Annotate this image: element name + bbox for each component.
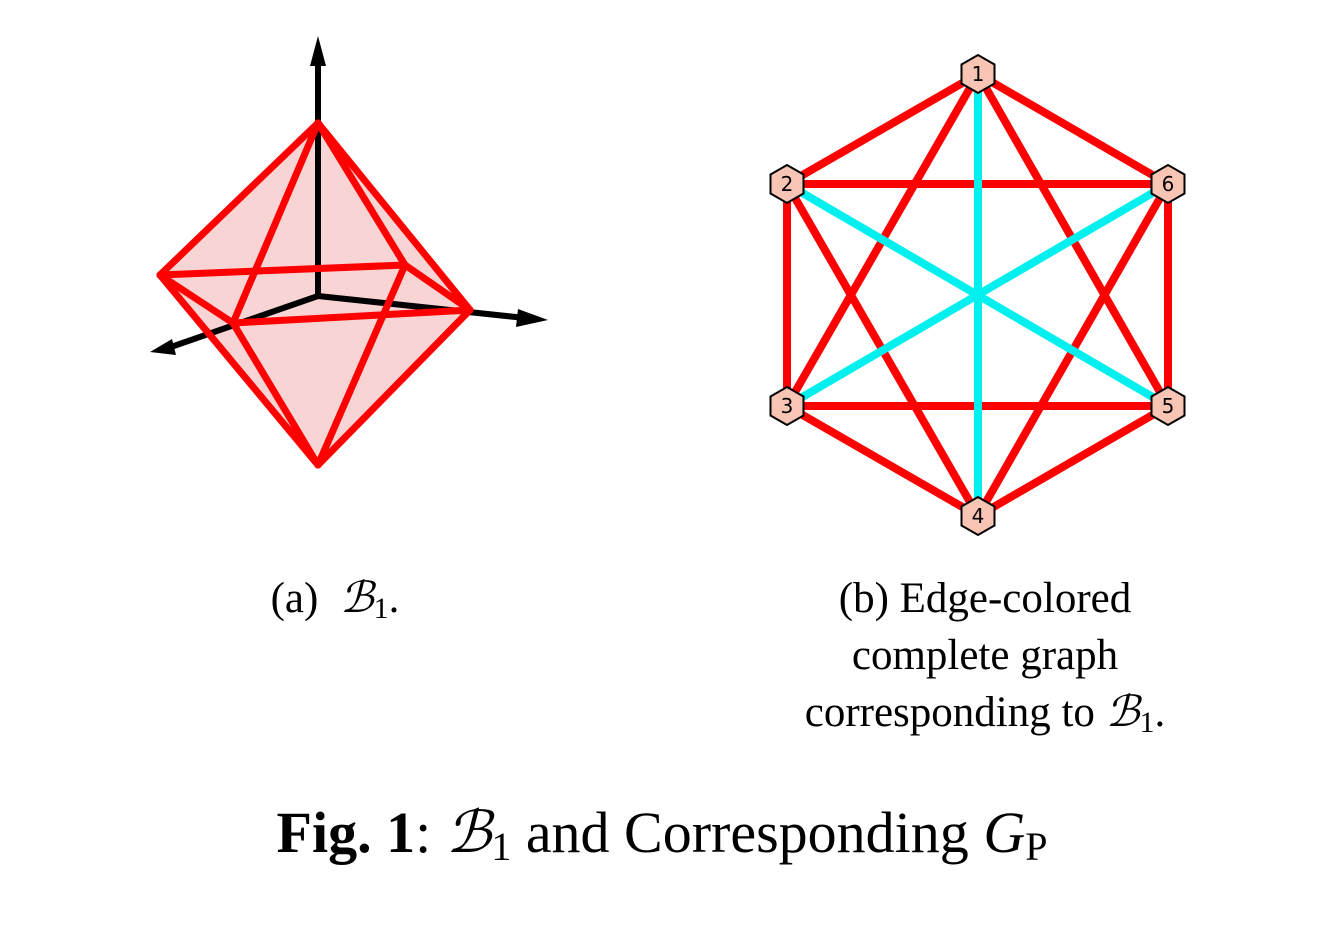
graph-node-shape [960,53,996,95]
subfigure-a-suffix: . [388,575,400,622]
graph-nodes: 1 2 3 4 5 6 [769,53,1186,537]
graph-node-label: 2 [781,172,794,196]
graph-node-4: 4 [960,495,996,537]
figure-label-separator: : [415,800,432,865]
subfigure-b-caption: (b) Edge-colored complete graph correspo… [760,570,1210,751]
subfigure-b-line3-prefix: corresponding to [804,689,1106,736]
graph-node-label: 5 [1162,394,1175,418]
red-edge-1-6 [975,70,1171,188]
graph-node-label: 4 [972,504,985,528]
red-edge-1-2 [785,70,980,188]
graph-node-shape [1150,385,1186,427]
figure-caption-g-subscript: P [1025,824,1048,869]
graph-node-shape [960,495,996,537]
figure-label: Fig. 1 [276,800,416,865]
subfigure-a-label: (a) [270,575,319,622]
graph-edges [783,70,1172,520]
octahedron-figure [150,36,548,469]
subfigure-b-symbol: ℬ [1105,689,1140,736]
graph-node-label: 1 [972,62,985,86]
figure-caption-g-symbol: G [983,800,1026,865]
graph-node-label: 6 [1162,172,1175,196]
graph-node-shape [769,163,805,205]
subfigure-b-line3: corresponding to ℬ1. [760,684,1210,751]
graph-node-2: 2 [769,163,805,205]
figure-caption-subscript: 1 [491,824,512,869]
graph-node-label: 3 [781,394,794,418]
figure-caption-symbol: ℬ [445,800,492,865]
graph-node-5: 5 [1150,385,1186,427]
subfigure-b-suffix: . [1154,689,1166,736]
subfigure-b-subscript: 1 [1139,706,1155,739]
octahedron-edges [156,119,474,469]
subfigure-b-line2: complete graph [851,632,1119,679]
graph-node-shape [769,385,805,427]
subfigure-a-caption: (a) ℬ1. [215,570,455,637]
graph-node-3: 3 [769,385,805,427]
graph-node-shape [1150,163,1186,205]
figure-caption: Fig. 1: ℬ1 and Corresponding GP [0,798,1324,882]
complete-graph-figure: 1 2 3 4 5 6 [769,53,1186,537]
graph-node-6: 6 [1150,163,1186,205]
graph-node-1: 1 [960,53,996,95]
cyan-edge-3-6 [784,180,1171,410]
subfigure-a-subscript: 1 [373,592,389,625]
subfigure-b-line1: (b) Edge-colored [838,575,1132,622]
red-edge-4-5 [975,402,1171,520]
figure-caption-text: and Corresponding [511,800,984,865]
subfigure-a-symbol: ℬ [339,575,374,622]
red-edge-3-4 [785,402,980,520]
